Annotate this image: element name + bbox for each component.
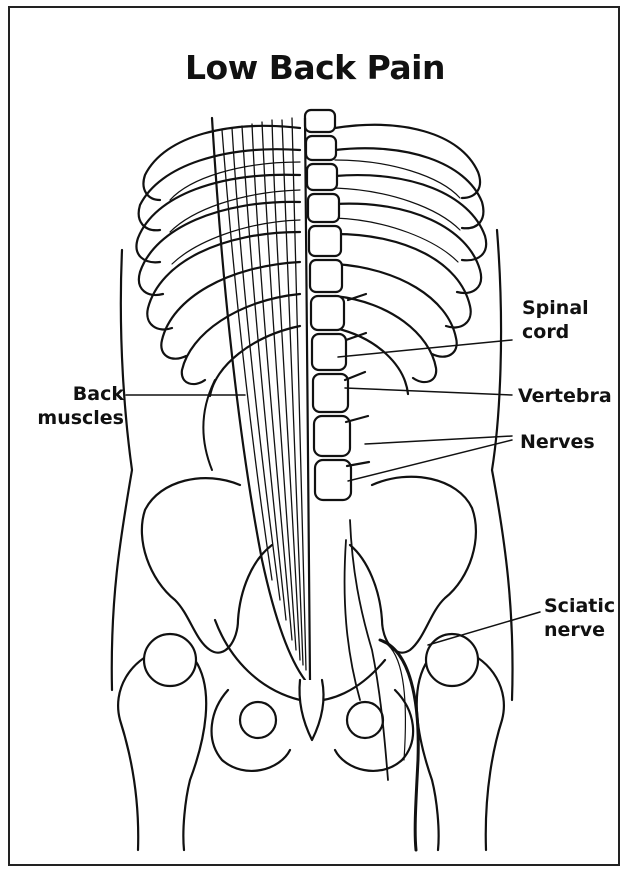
back-muscle — [203, 118, 310, 680]
spine — [305, 110, 369, 500]
label-sciatic-nerve: Sciatic nerve — [544, 594, 615, 642]
label-nerves: Nerves — [520, 430, 595, 454]
label-sciatic-nerve-line2: nerve — [544, 618, 615, 642]
nerve-paths — [345, 520, 419, 850]
label-spinal-cord-line1: Spinal — [522, 296, 589, 320]
leader-nerves-lower — [348, 440, 512, 481]
leader-vertebra — [345, 388, 512, 395]
rib-cage-right — [335, 125, 486, 394]
label-back-muscles-line2: muscles — [26, 406, 124, 430]
label-vertebra: Vertebra — [518, 384, 612, 408]
label-spinal-cord-line2: cord — [522, 320, 589, 344]
leader-sciatic-nerve — [428, 612, 540, 645]
label-sciatic-nerve-line1: Sciatic — [544, 594, 615, 618]
femurs — [118, 634, 504, 850]
leader-nerves-upper — [365, 436, 512, 444]
label-back-muscles: Back muscles — [58, 382, 124, 430]
label-spinal-cord: Spinal cord — [522, 296, 589, 344]
label-back-muscles-line1: Back — [58, 382, 124, 406]
